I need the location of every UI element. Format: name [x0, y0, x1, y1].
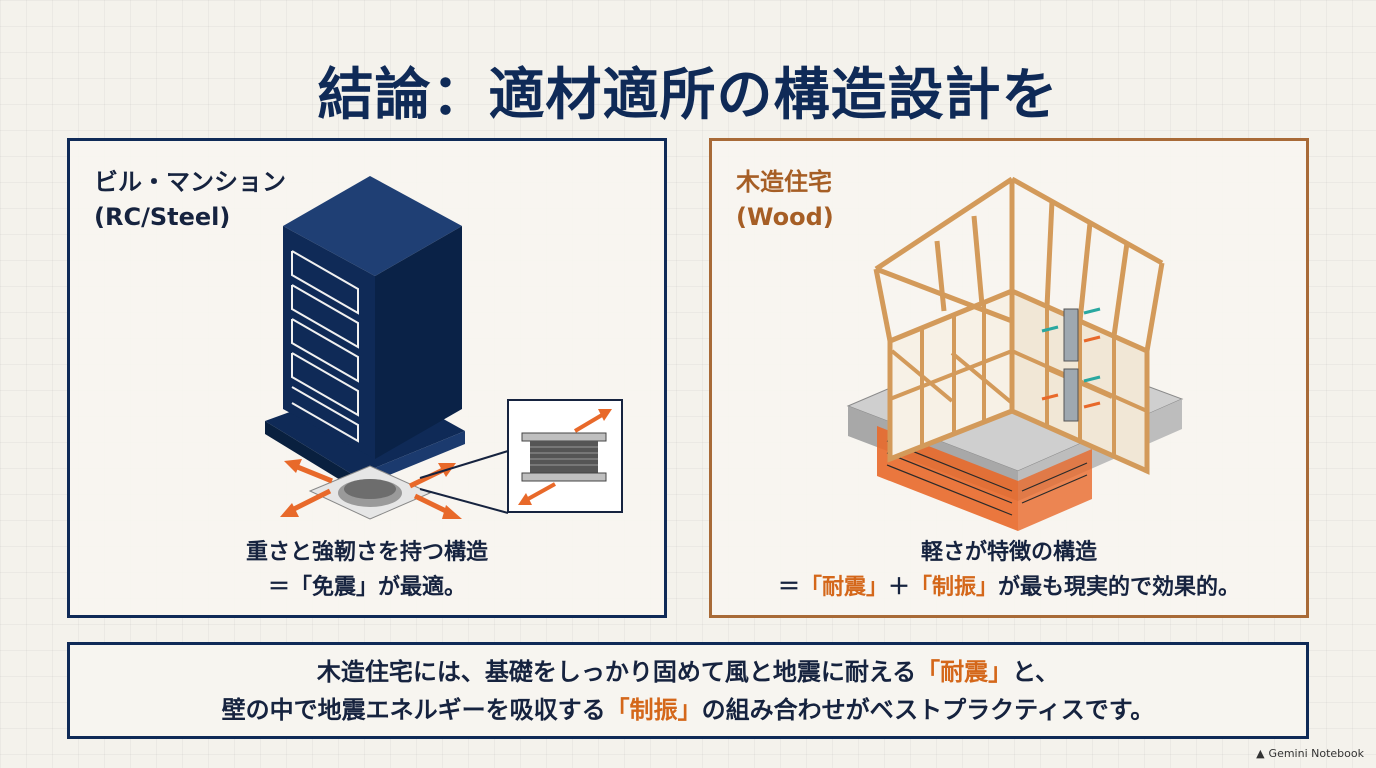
- wood-caption: 軽さが特徴の構造 ＝「耐震」＋「制振」が最も現実的で効果的。: [712, 535, 1306, 605]
- summary-highlight-taishin: 「耐震」: [916, 658, 1013, 686]
- caption-equals: ＝: [267, 575, 290, 600]
- summary-line2-suffix: の組み合わせがベストプラクティスです。: [701, 696, 1155, 724]
- summary-line2: 壁の中で地震エネルギーを吸収する「制振」の組み合わせがベストプラクティスです。: [70, 691, 1306, 729]
- wood-house-illustration: [846, 176, 1184, 531]
- summary-highlight-seishin: 「制振」: [605, 696, 702, 724]
- summary-box: 木造住宅には、基礎をしっかり固めて風と地震に耐える「耐震」と、 壁の中で地震エネ…: [67, 642, 1309, 739]
- footer-brand-text: Gemini Notebook: [1268, 747, 1364, 760]
- summary-line1-prefix: 木造住宅には、基礎をしっかり固めて風と地震に耐える: [316, 658, 917, 686]
- caption-suffix: が最適。: [378, 575, 467, 600]
- rc-steel-panel: ビル・マンション (RC/Steel): [67, 138, 667, 618]
- footer-brand: ▲ Gemini Notebook: [1256, 747, 1364, 760]
- summary-line1: 木造住宅には、基礎をしっかり固めて風と地震に耐える「耐震」と、: [70, 653, 1306, 691]
- caption-highlight-menshin: 「免震」: [289, 575, 378, 600]
- caption-highlight-seishin: 「制振」: [910, 575, 999, 600]
- page-title: 結論：適材適所の構造設計を: [317, 63, 1059, 128]
- rc-steel-caption-line2: ＝「免震」が最適。: [70, 570, 664, 605]
- wood-caption-line1: 軽さが特徴の構造: [920, 540, 1097, 565]
- caption-equals: ＝: [777, 575, 800, 600]
- rc-steel-caption-line1: 重さと強靭さを持つ構造: [245, 540, 488, 565]
- gemini-logo-icon: ▲: [1256, 747, 1265, 760]
- wood-label-title: 木造住宅: [736, 168, 832, 196]
- summary-line1-suffix: と、: [1012, 658, 1060, 686]
- caption-highlight-taishin: 「耐震」: [799, 575, 888, 600]
- rc-steel-label-title: ビル・マンション: [94, 168, 286, 196]
- seismic-isolator-icon: [308, 465, 432, 520]
- rc-steel-label: ビル・マンション (RC/Steel): [94, 165, 286, 235]
- wood-caption-line2: ＝「耐震」＋「制振」が最も現実的で効果的。: [712, 570, 1306, 605]
- caption-suffix: が最も現実的で効果的。: [998, 575, 1241, 600]
- caption-plus: ＋: [887, 575, 910, 600]
- building-icon: [265, 176, 465, 489]
- damper-icon: [1041, 307, 1101, 422]
- building-illustration: [265, 176, 623, 520]
- wood-label-subtitle: (Wood): [736, 203, 834, 231]
- rc-steel-caption: 重さと強靭さを持つ構造 ＝「免震」が最適。: [70, 535, 664, 605]
- wood-frame-house-icon: [873, 176, 1165, 475]
- rc-steel-label-subtitle: (RC/Steel): [94, 203, 231, 231]
- wood-label: 木造住宅 (Wood): [736, 165, 834, 235]
- wood-panel: 木造住宅 (Wood): [709, 138, 1309, 618]
- summary-line2-prefix: 壁の中で地震エネルギーを吸収する: [221, 696, 606, 724]
